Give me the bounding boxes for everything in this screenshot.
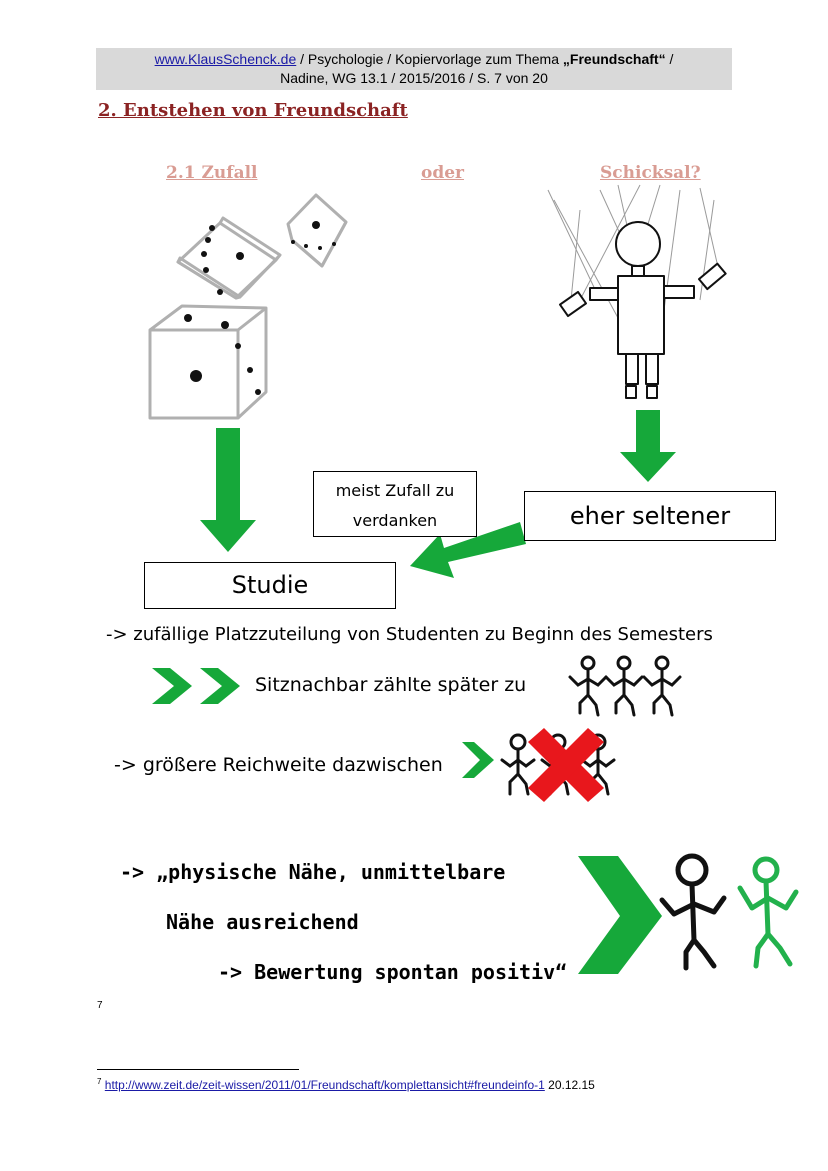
zufall-box-line-2: verdanken — [352, 511, 438, 530]
footnote-link[interactable]: http://www.zeit.de/zeit-wissen/2011/01/F… — [104, 1078, 545, 1092]
seltener-box: eher seltener — [524, 491, 776, 541]
footnote-marker: 7 — [97, 1000, 103, 1011]
studie-box: Studie — [144, 562, 396, 609]
subheading-zufall: 2.1 Zufall — [166, 163, 258, 183]
footnote-number: 7 — [97, 1077, 102, 1086]
quote-line-2: Nähe ausreichend — [166, 910, 359, 934]
zufall-box: meist Zufall zu verdanken — [313, 471, 477, 537]
sitz-text: Sitznachbar zählte später zu — [255, 674, 527, 696]
header-line-2: Nadine, WG 13.1 / 2015/2016 / S. 7 von 2… — [280, 70, 548, 86]
reichweite-text: -> größere Reichweite dazwischen — [114, 754, 443, 776]
footnote-rule — [97, 1069, 299, 1070]
quote-line-3: -> Bewertung spontan positiv“ — [218, 960, 568, 984]
footnote: 7 http://www.zeit.de/zeit-wissen/2011/01… — [97, 1077, 595, 1092]
subheading-oder: oder — [421, 163, 464, 183]
site-link[interactable]: www.KlausSchenck.de — [154, 51, 297, 67]
zufall-box-line-1: meist Zufall zu — [335, 481, 455, 500]
platz-text: -> zufällige Platzzuteilung von Studente… — [106, 624, 713, 645]
header-topic: „Freundschaft“ — [562, 51, 666, 67]
page-header: www.KlausSchenck.de / Psychologie / Kopi… — [96, 48, 732, 90]
header-text: / Psychologie / Kopiervorlage zum Thema — [296, 51, 563, 67]
quote-line-1: -> „physische Nähe, unmittelbare — [120, 860, 506, 884]
footnote-date: 20.12.15 — [544, 1078, 595, 1092]
header-line-1: www.KlausSchenck.de / Psychologie / Kopi… — [96, 50, 732, 69]
header-text-end: / — [665, 51, 674, 67]
subheading-schicksal: Schicksal? — [600, 163, 701, 183]
section-heading: 2. Entstehen von Freundschaft — [98, 100, 408, 121]
